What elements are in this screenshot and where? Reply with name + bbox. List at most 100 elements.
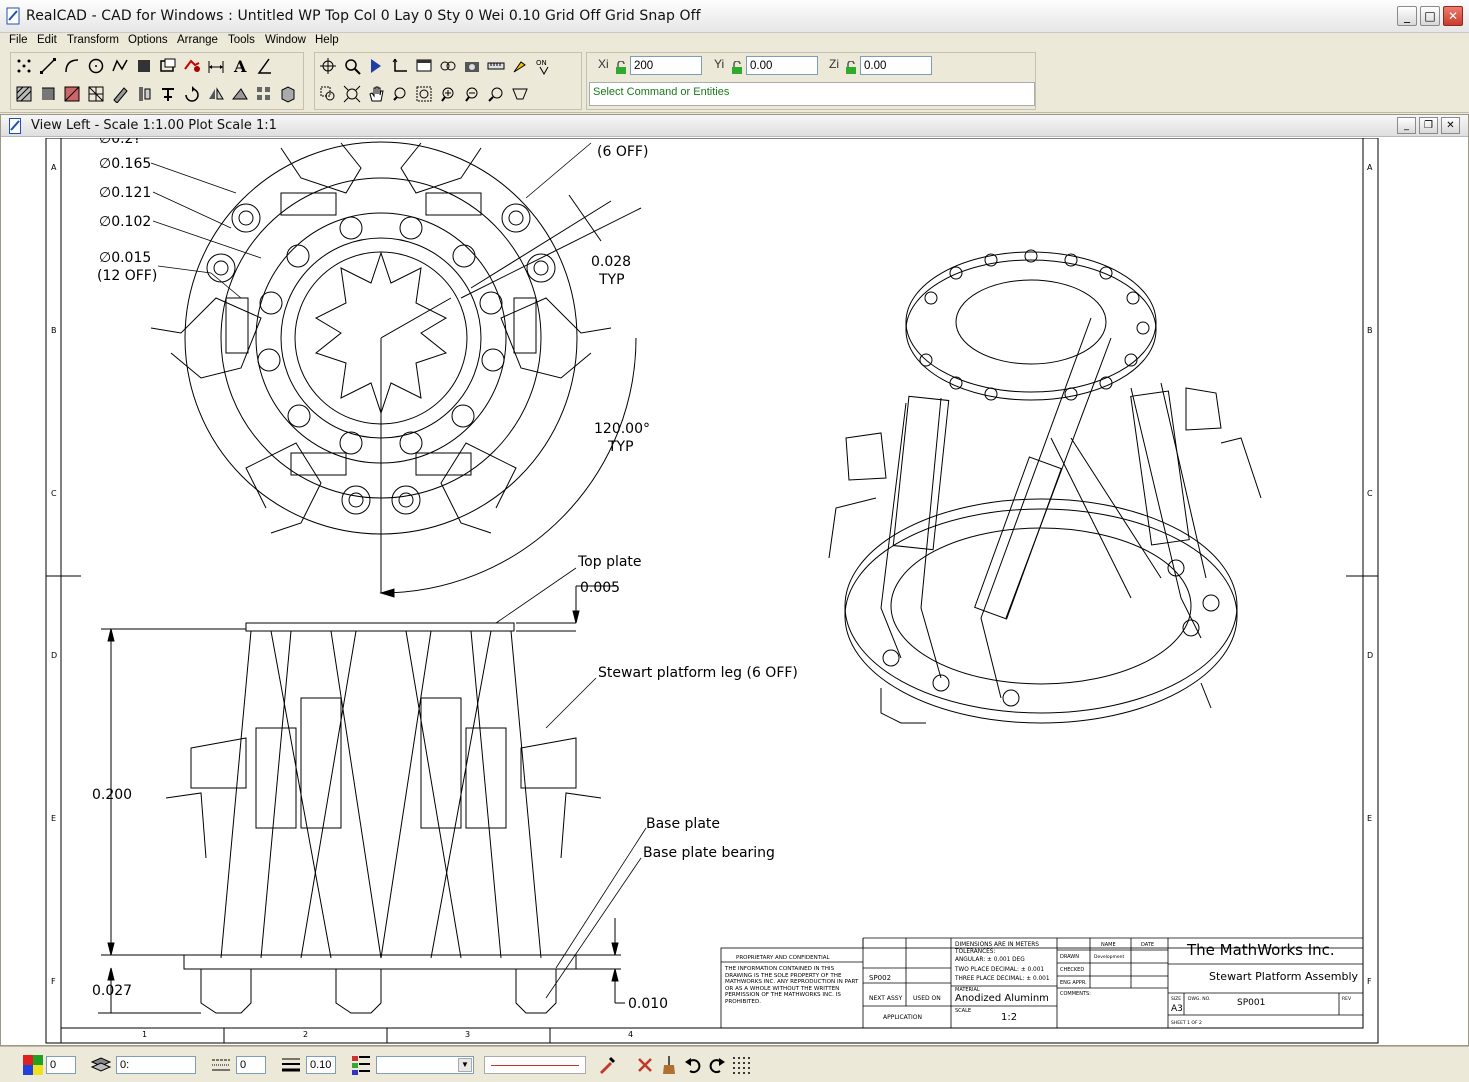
menu-window[interactable]: Window — [265, 34, 306, 46]
snap-tool-icon[interactable] — [318, 56, 338, 76]
doc-minimize-button[interactable]: _ — [1397, 117, 1416, 134]
window-tool-icon[interactable] — [414, 56, 434, 76]
menu-arrange[interactable]: Arrange — [177, 34, 218, 46]
polyline-tool-icon[interactable] — [110, 56, 130, 76]
mirror-tool-icon[interactable] — [206, 84, 226, 104]
camera-tool-icon[interactable] — [462, 56, 482, 76]
y-coordinate-input[interactable] — [746, 56, 818, 75]
ortho-tool-icon[interactable] — [390, 56, 410, 76]
maximize-icon: □ — [1424, 9, 1435, 23]
color-palette-icon[interactable] — [22, 1054, 44, 1076]
stretch-tool-icon[interactable] — [230, 84, 250, 104]
x-lock-icon[interactable] — [615, 61, 627, 74]
row-marker-c: C — [51, 489, 57, 498]
dim-028: 0.028 — [591, 254, 631, 270]
menu-edit[interactable]: Edit — [37, 34, 57, 46]
document-title: View Left - Scale 1:1.00 Plot Scale 1:1 — [31, 118, 277, 133]
style-swatch-icon[interactable] — [350, 1054, 372, 1076]
grid-dots-icon[interactable] — [730, 1054, 752, 1076]
redo-icon[interactable] — [706, 1054, 728, 1076]
text-tool-icon[interactable]: A — [230, 56, 250, 76]
x-coordinate-input[interactable] — [630, 56, 702, 75]
drawing-canvas[interactable]: A B C D E F A B C D E F 1 2 3 4 — [1, 138, 1468, 1045]
zoom-previous-icon[interactable] — [390, 84, 410, 104]
zoom-extents-icon[interactable] — [342, 84, 362, 104]
z-lock-icon[interactable] — [845, 61, 857, 74]
z-label: Zi — [829, 57, 839, 71]
spotlight-tool-icon[interactable] — [510, 56, 530, 76]
line-tool-icon[interactable] — [38, 56, 58, 76]
eyedropper-icon[interactable] — [596, 1054, 618, 1076]
view-flip-icon[interactable] — [510, 84, 530, 104]
rotate-tool-icon[interactable] — [182, 84, 202, 104]
chevron-down-icon[interactable]: ▼ — [458, 1058, 472, 1072]
ruler-tool-icon[interactable] — [486, 56, 506, 76]
symbol-tool-icon[interactable] — [182, 56, 202, 76]
row-marker-a: A — [51, 163, 57, 172]
zoom-window-icon[interactable] — [318, 84, 338, 104]
hatch-tool-icon[interactable] — [14, 84, 34, 104]
col-marker-4: 4 — [628, 1030, 633, 1039]
line-style-icon[interactable] — [210, 1054, 232, 1076]
close-button[interactable]: ✕ — [1443, 6, 1463, 26]
grid-tool-icon[interactable] — [86, 84, 106, 104]
doc-minimize-icon: _ — [1404, 120, 1409, 131]
color-input[interactable] — [46, 1056, 76, 1074]
hinge-tool-icon[interactable] — [134, 84, 154, 104]
zoom-all-icon[interactable] — [414, 84, 434, 104]
delete-icon[interactable] — [634, 1054, 656, 1076]
array-tool-icon[interactable] — [254, 84, 274, 104]
zoom-in-icon[interactable] — [438, 84, 458, 104]
dim-angle-typ: TYP — [607, 439, 634, 455]
line-weight-icon[interactable] — [280, 1054, 302, 1076]
doc-close-button[interactable]: ✕ — [1441, 117, 1460, 134]
layer-input[interactable] — [116, 1056, 196, 1074]
solid-tool-icon[interactable] — [278, 84, 298, 104]
pan-hand-icon[interactable] — [366, 84, 386, 104]
angle-tool-icon[interactable] — [254, 56, 274, 76]
menu-help[interactable]: Help — [315, 34, 339, 46]
menu-options[interactable]: Options — [128, 34, 168, 46]
tb-drawn-by: Development — [1094, 954, 1125, 960]
layer-tool-icon[interactable] — [438, 56, 458, 76]
weight-input[interactable] — [306, 1056, 336, 1074]
circle-tool-icon[interactable] — [86, 56, 106, 76]
line-preview[interactable] — [484, 1056, 586, 1074]
maximize-button[interactable]: □ — [1420, 6, 1440, 26]
status-bar: ▼ — [0, 1046, 1469, 1082]
dimension-tool-icon[interactable] — [206, 56, 226, 76]
dim-005: 0.005 — [580, 580, 620, 596]
broom-icon[interactable] — [658, 1054, 680, 1076]
snap-on-tool-icon[interactable]: ON — [534, 56, 554, 76]
trim-tool-icon[interactable] — [62, 84, 82, 104]
select-arrow-icon[interactable] — [366, 56, 386, 76]
style-select[interactable]: ▼ — [376, 1056, 474, 1074]
fillet-tool-icon[interactable] — [38, 84, 58, 104]
menu-transform[interactable]: Transform — [67, 34, 119, 46]
y-lock-icon[interactable] — [731, 61, 743, 74]
menu-tools[interactable]: Tools — [228, 34, 255, 46]
side-view — [98, 586, 625, 1013]
zoom-tool-icon[interactable] — [342, 56, 362, 76]
menu-file[interactable]: File — [9, 34, 28, 46]
zoom-out-icon[interactable] — [462, 84, 482, 104]
row-marker-b: B — [51, 326, 57, 335]
point-tool-icon[interactable] — [14, 56, 34, 76]
style-input[interactable] — [236, 1056, 266, 1074]
tb-used-on: USED ON — [913, 995, 941, 1002]
layer-stack-icon[interactable] — [90, 1054, 112, 1076]
view-toolbar: ON — [314, 52, 582, 110]
doc-restore-button[interactable]: ❐ — [1419, 117, 1438, 134]
z-coordinate-input[interactable] — [860, 56, 932, 75]
rectangle-tool-icon[interactable] — [158, 56, 178, 76]
dim-angle: 120.00° — [594, 421, 650, 437]
fill-tool-icon[interactable] — [134, 56, 154, 76]
command-prompt-box[interactable]: Select Command or Entities — [589, 82, 1035, 106]
redraw-icon[interactable] — [486, 84, 506, 104]
tb-notice-wrap: THE INFORMATION CONTAINED IN THIS DRAWIN… — [725, 966, 861, 1018]
minimize-button[interactable]: _ — [1397, 6, 1417, 26]
move-tool-icon[interactable] — [158, 84, 178, 104]
arc-tool-icon[interactable] — [62, 56, 82, 76]
pencil-tool-icon[interactable] — [110, 84, 130, 104]
undo-icon[interactable] — [682, 1054, 704, 1076]
